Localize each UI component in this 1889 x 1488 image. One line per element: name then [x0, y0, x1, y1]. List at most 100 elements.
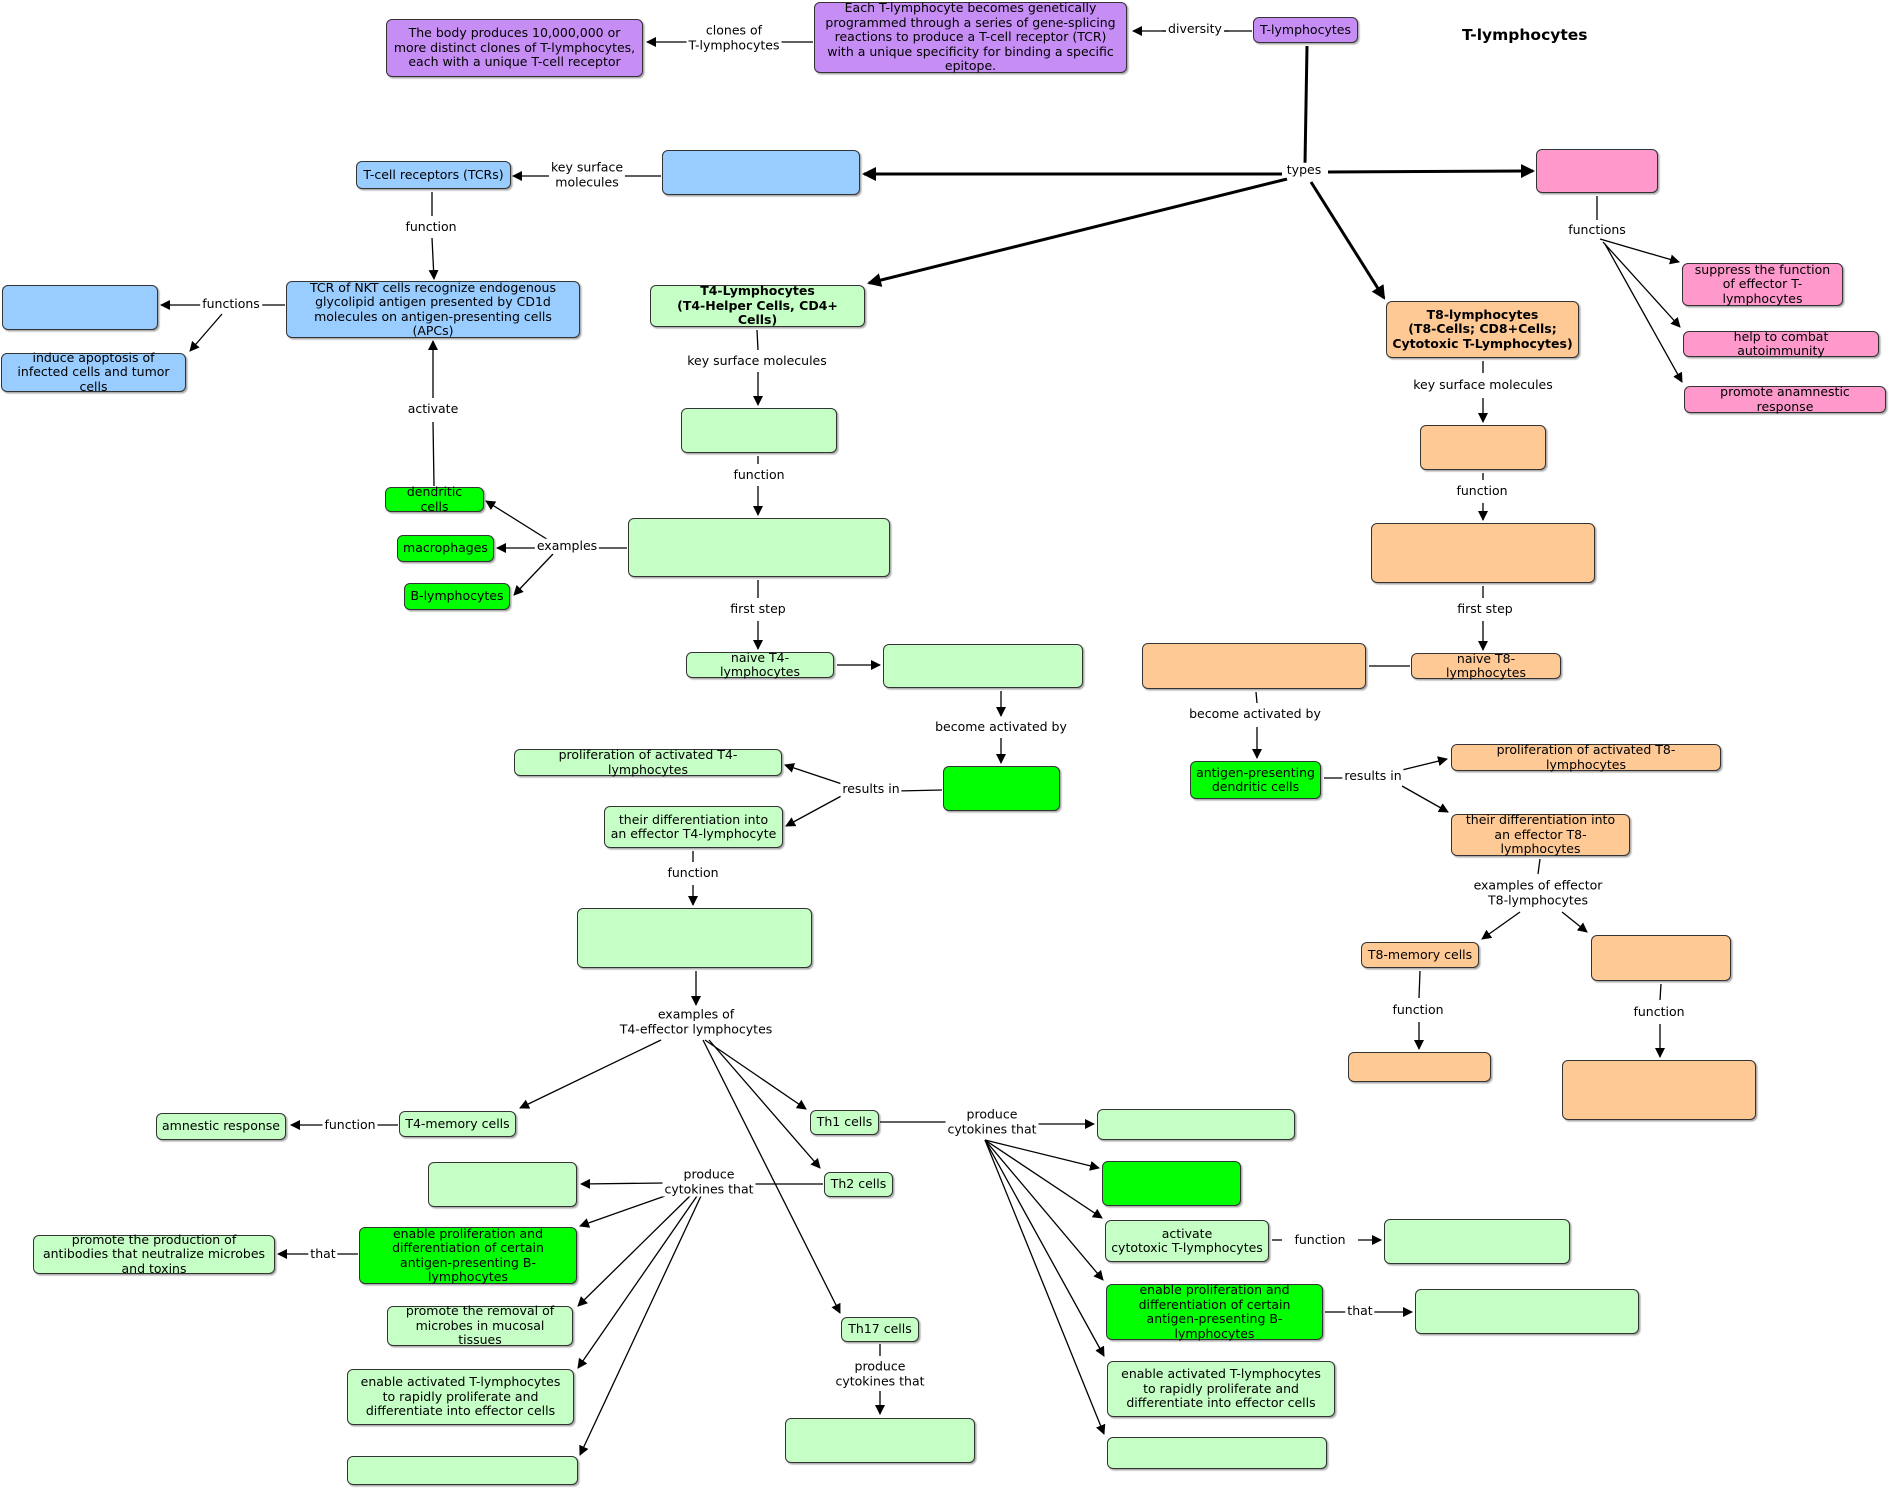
node-t8-function[interactable]	[1371, 523, 1595, 583]
label-ksm-t4: key surface molecules	[685, 352, 829, 369]
node-diff-t4[interactable]: their differentiation into an effector T…	[604, 806, 783, 848]
node-t8-lymphocytes[interactable]: T8-lymphocytes (T8-Cells; CD8+Cells; Cyt…	[1386, 301, 1579, 358]
label-first-step-t4: first step	[728, 600, 788, 617]
node-tcrs[interactable]: T-cell receptors (TCRs)	[356, 161, 511, 189]
node-th1-output-6[interactable]	[1107, 1437, 1327, 1469]
connector-line	[513, 553, 554, 596]
connector-line	[1599, 238, 1680, 265]
node-th17-output[interactable]	[785, 1418, 975, 1463]
node-th1-cytotoxic[interactable]: activate cytotoxic T-lymphocytes	[1105, 1220, 1269, 1262]
node-suppress[interactable]: suppress the function of effector T-lymp…	[1682, 262, 1843, 306]
node-t4-after-naive[interactable]	[883, 644, 1083, 688]
node-gene-splicing[interactable]: Each T-lymphocyte becomes genetically pr…	[814, 1, 1127, 73]
label-become-activated-t8: become activated by	[1187, 705, 1323, 722]
node-th2[interactable]: Th2 cells	[824, 1172, 893, 1197]
connector-line	[704, 1039, 807, 1110]
label-function-t8eff2: function	[1631, 1003, 1687, 1020]
node-th2-t-prolif[interactable]: enable activated T-lymphocytes to rapidl…	[347, 1369, 574, 1425]
node-apoptosis[interactable]: induce apoptosis of infected cells and t…	[1, 350, 186, 394]
node-antibodies[interactable]: promote the production of antibodies tha…	[33, 1232, 275, 1276]
node-blue-type[interactable]	[662, 150, 860, 195]
node-th1[interactable]: Th1 cells	[810, 1110, 879, 1135]
node-t8-effector-2-function[interactable]	[1562, 1060, 1756, 1120]
label-examples-apc: examples	[534, 537, 600, 554]
label-types: types	[1284, 161, 1324, 178]
node-tcr-nkt[interactable]: TCR of NKT cells recognize endogenous gl…	[286, 280, 580, 338]
connector-line	[519, 1039, 662, 1109]
connector-line	[1255, 691, 1258, 704]
label-function-t4: function	[731, 466, 787, 483]
connector-line	[577, 1195, 698, 1369]
connector-line	[785, 793, 846, 827]
node-prolif-t4[interactable]: proliferation of activated T4-lymphocyte…	[514, 747, 782, 776]
connector-line	[784, 763, 846, 786]
label-that-th1: that	[1345, 1302, 1375, 1319]
connector-line	[1418, 970, 1421, 999]
connector-line	[1604, 243, 1683, 383]
node-t4-effector-function[interactable]	[577, 908, 812, 968]
connector-line	[984, 1139, 1105, 1357]
node-t4-memory[interactable]: T4-memory cells	[399, 1111, 516, 1137]
node-naive-t4[interactable]: naive T4-lymphocytes	[686, 650, 834, 679]
node-th2-output-1[interactable]	[428, 1162, 577, 1207]
node-apc-dendritic[interactable]: antigen-presenting dendritic cells	[1190, 761, 1321, 799]
label-function-t8: function	[1454, 482, 1510, 499]
connector-line	[189, 313, 223, 352]
node-t4-surface[interactable]	[681, 408, 837, 453]
node-pink-type[interactable]	[1536, 149, 1658, 193]
label-clones-of: clones of T-lymphocytes	[686, 22, 782, 53]
node-th17[interactable]: Th17 cells	[841, 1317, 919, 1342]
node-th2-mucosal[interactable]: promote the removal of microbes in mucos…	[387, 1304, 573, 1347]
label-examples-t8-effector: examples of effector T8-lymphocytes	[1471, 877, 1605, 908]
label-produce-th2: produce cytokines that	[662, 1166, 756, 1197]
label-produce-th1: produce cytokines that	[945, 1106, 1039, 1137]
connector-line	[702, 1039, 841, 1314]
node-th1-b-lymph-that[interactable]	[1415, 1289, 1639, 1334]
connector-line	[580, 1178, 665, 1189]
node-th2-output-5[interactable]	[347, 1456, 578, 1485]
node-th2-b-lymph[interactable]: enable proliferation and differentiation…	[359, 1226, 577, 1284]
node-prolif-t8[interactable]: proliferation of activated T8-lymphocyte…	[1451, 742, 1721, 771]
connector-line	[896, 789, 943, 792]
node-t-lymphocytes[interactable]: T-lymphocytes	[1253, 17, 1358, 43]
node-dendritic-cells[interactable]: dendritic cells	[385, 484, 484, 513]
label-activate: activate	[405, 400, 461, 417]
connector-line	[579, 1195, 666, 1228]
node-t4-function[interactable]	[628, 518, 890, 577]
connector-line	[708, 1039, 821, 1169]
label-function-t4mem: function	[322, 1116, 378, 1133]
node-autoimmunity[interactable]: help to combat autoimmunity	[1683, 329, 1879, 358]
connector-line	[428, 237, 439, 280]
connector-line	[984, 1139, 1100, 1171]
node-clones[interactable]: The body produces 10,000,000 or more dis…	[386, 19, 643, 77]
label-examples-t4-effector: examples of T4-effector lymphocytes	[617, 1006, 775, 1037]
node-b-lymphocytes[interactable]: B-lymphocytes	[404, 583, 510, 610]
node-th1-output-1[interactable]	[1097, 1109, 1295, 1140]
connector-line	[984, 1139, 1106, 1435]
label-function-diff-t4: function	[665, 864, 721, 881]
node-t8-surface[interactable]	[1420, 425, 1546, 470]
node-blue-function[interactable]	[2, 285, 158, 330]
node-naive-t8[interactable]: naive T8-lymphocytes	[1411, 651, 1561, 680]
node-t4-lymphocytes[interactable]: T4-Lymphocytes (T4-Helper Cells, CD4+ Ce…	[650, 284, 865, 327]
node-diff-t8[interactable]: their differentiation into an effector T…	[1451, 813, 1630, 856]
label-first-step-t8: first step	[1455, 600, 1515, 617]
node-t4-activator[interactable]	[943, 766, 1060, 811]
node-th1-b-lymph[interactable]: enable proliferation and differentiation…	[1106, 1282, 1323, 1340]
node-macrophages[interactable]: macrophages	[397, 535, 494, 562]
node-t8-effector-2[interactable]	[1591, 935, 1731, 981]
connector-line	[577, 1195, 691, 1307]
node-t8-before-naive[interactable]	[1142, 643, 1366, 689]
node-t8-memory[interactable]: T8-memory cells	[1361, 942, 1479, 968]
node-anamnestic[interactable]: promote anamnestic response	[1684, 384, 1886, 413]
node-th1-cytotoxic-function[interactable]	[1384, 1219, 1570, 1264]
diagram-title: T-lymphocytes	[1462, 26, 1588, 44]
label-diversity: diversity	[1166, 20, 1224, 37]
node-amnestic[interactable]: amnestic response	[156, 1113, 286, 1140]
connector-line	[1561, 911, 1588, 933]
node-th1-output-2[interactable]	[1102, 1161, 1241, 1206]
node-t8-memory-function[interactable]	[1348, 1052, 1491, 1082]
node-th1-t-prolif[interactable]: enable activated T-lymphocytes to rapidl…	[1107, 1361, 1335, 1417]
